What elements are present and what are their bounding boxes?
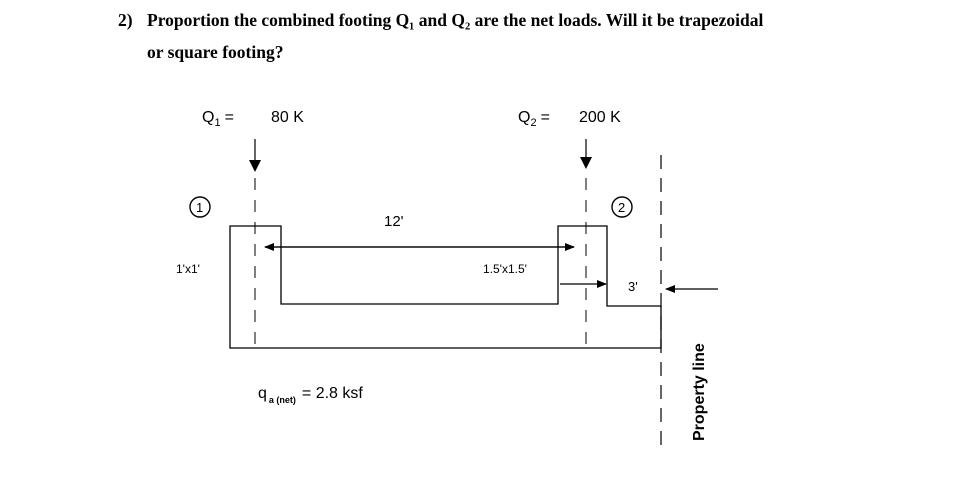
svg-text:1: 1 — [196, 200, 203, 215]
q2-value: 200 K — [579, 109, 621, 126]
offset-label: 3' — [628, 279, 638, 294]
question-line-1: Proportion the combined footing Q₁ and Q… — [147, 10, 764, 30]
column2-size-label: 1.5'x1.5' — [483, 262, 527, 276]
column2-marker: 2 — [611, 196, 633, 218]
q1-load-arrow — [249, 139, 261, 172]
property-line-label: Property line — [691, 343, 708, 441]
q1-value: 80 K — [271, 109, 304, 126]
column1-size-label: 1'x1' — [176, 262, 200, 276]
spacing-label: 12' — [384, 213, 404, 230]
q1-label: Q1= — [202, 109, 234, 129]
question-line-2: or square footing? — [147, 42, 284, 62]
question-number: 2) — [118, 10, 133, 30]
q2-load-arrow — [580, 139, 592, 169]
svg-text:2: 2 — [618, 200, 625, 215]
footing-outline — [229, 225, 662, 349]
q2-label: Q2= — [518, 109, 550, 129]
column1-marker: 1 — [189, 196, 211, 218]
